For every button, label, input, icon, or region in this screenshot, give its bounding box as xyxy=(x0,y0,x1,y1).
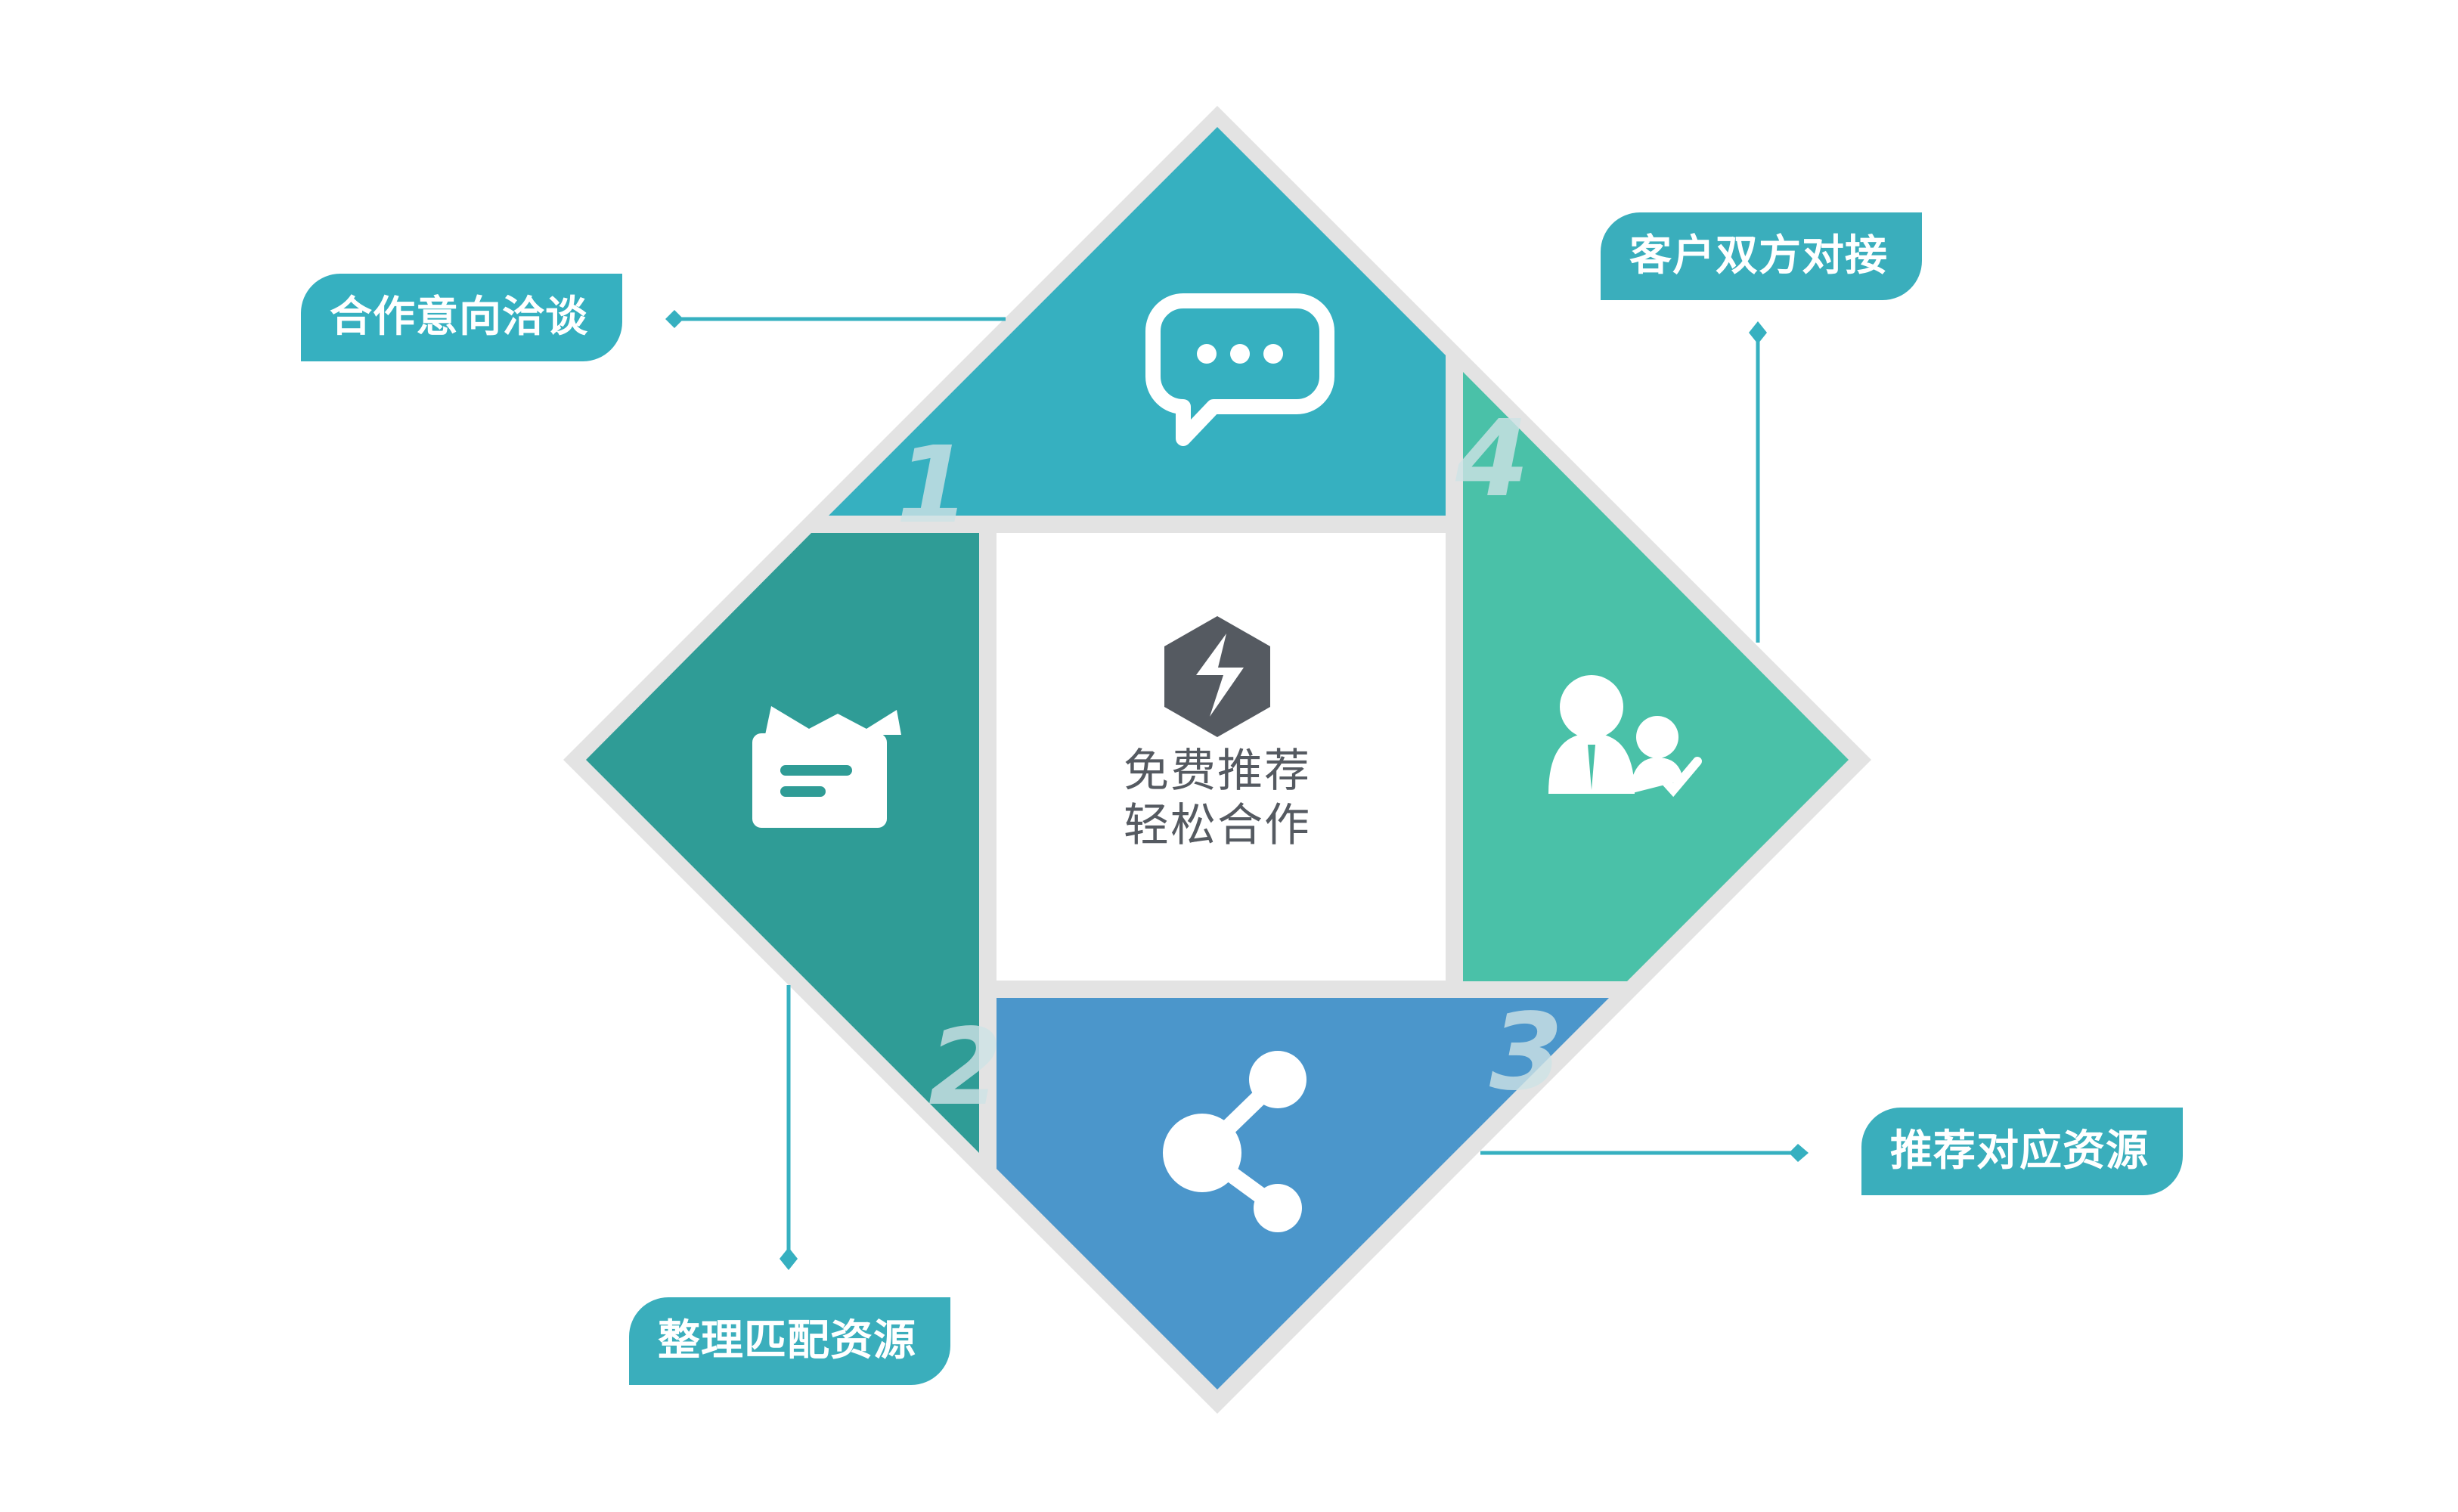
center-line-2: 轻松合作 xyxy=(1124,799,1311,852)
tv-card-icon xyxy=(752,706,901,828)
step-1-label: 合作意向洽谈 xyxy=(301,274,622,361)
step-3-panel xyxy=(997,998,1609,1390)
connector-2 xyxy=(780,985,798,1270)
step-number-4: 4 xyxy=(1455,398,1529,521)
users-check-icon xyxy=(1548,675,1702,798)
step-number-3: 3 xyxy=(1489,991,1563,1114)
connector-3 xyxy=(1480,1144,1809,1162)
center-caption: 免费推荐 轻松合作 xyxy=(998,744,1437,853)
step-number-2: 2 xyxy=(928,1006,1002,1129)
connector-4 xyxy=(1749,321,1767,643)
hexagon-lightning-logo xyxy=(1164,616,1270,737)
step-2-label: 整理匹配资源 xyxy=(629,1297,950,1385)
step-4-panel xyxy=(1463,372,1849,981)
center-square xyxy=(997,533,1446,981)
step-1-panel xyxy=(829,127,1446,516)
chat-bubble-icon xyxy=(1145,293,1334,446)
step-4-label: 客户双方对接 xyxy=(1601,212,1922,300)
step-number-1: 1 xyxy=(896,424,969,547)
step-3-label: 推荐对应资源 xyxy=(1861,1108,2183,1195)
step-2-panel xyxy=(586,533,979,1153)
share-icon xyxy=(1163,1051,1306,1232)
connector-1 xyxy=(665,310,1006,328)
center-line-1: 免费推荐 xyxy=(1124,745,1311,798)
